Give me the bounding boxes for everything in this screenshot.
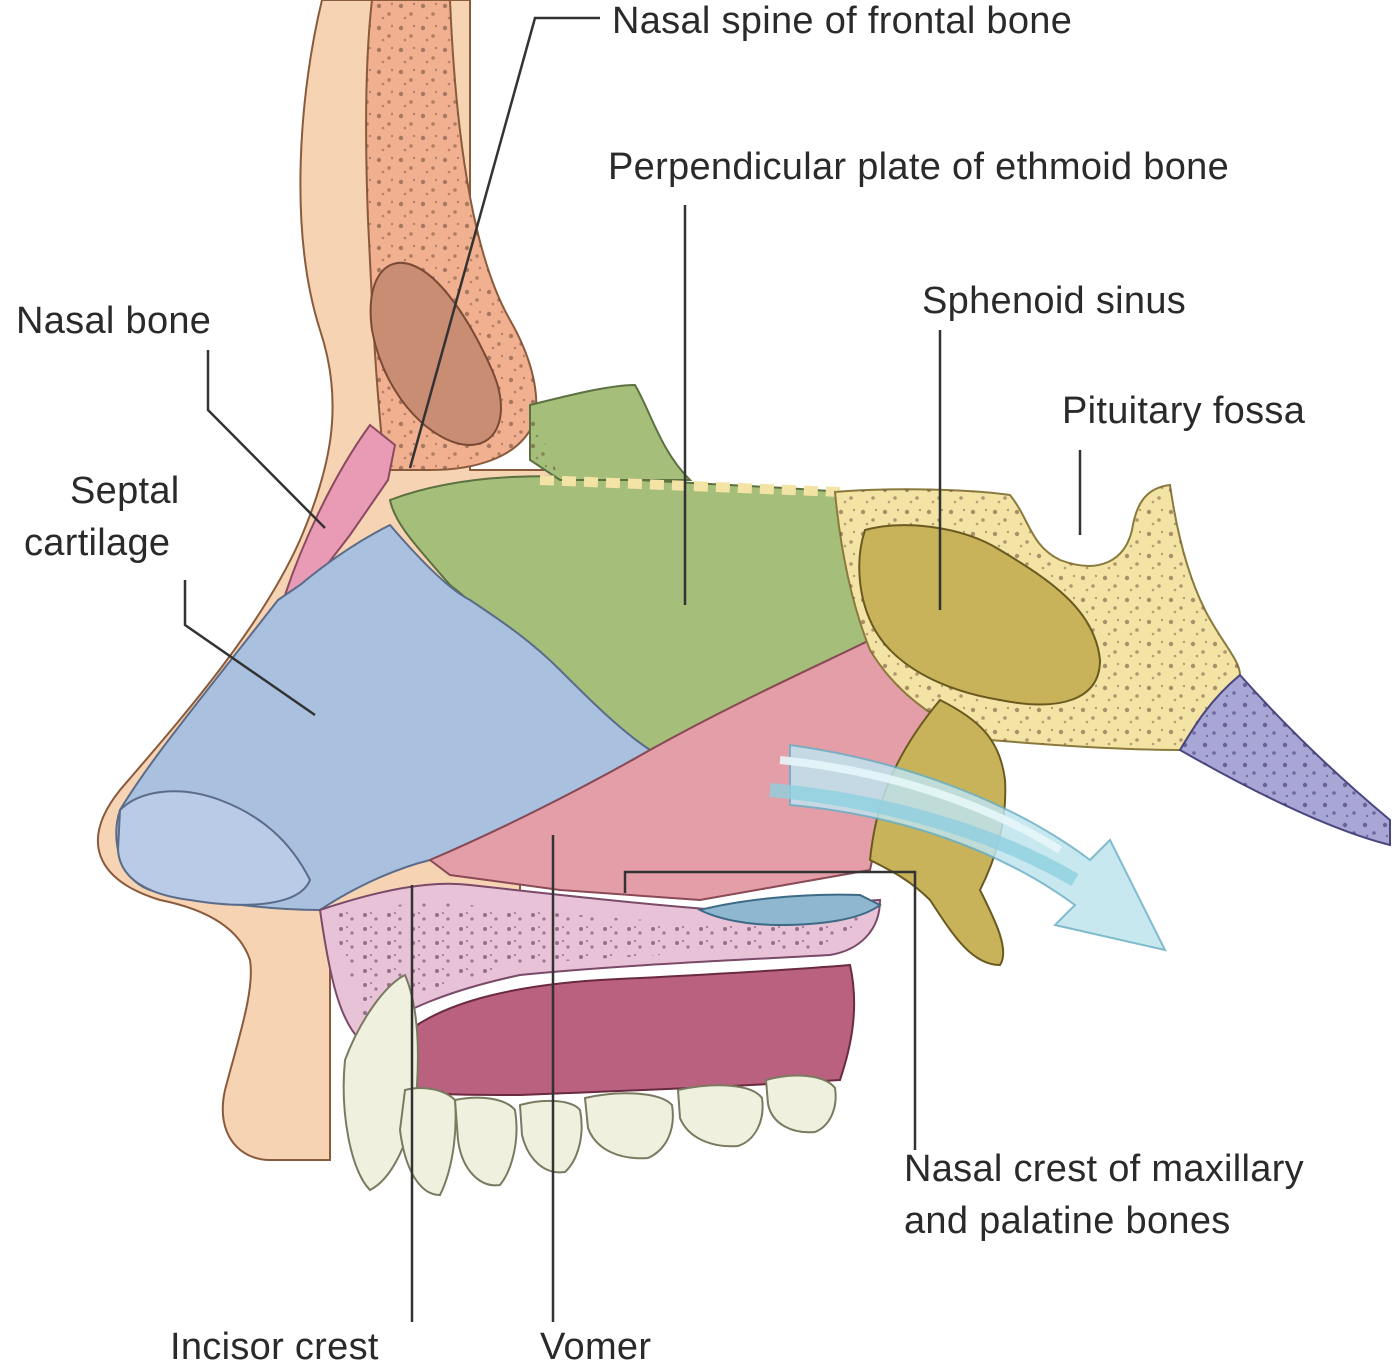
label-incisor-crest: Incisor crest xyxy=(170,1328,379,1366)
label-nasal-spine-of-frontal-bone: Nasal spine of frontal bone xyxy=(612,2,1072,40)
label-nasal-bone: Nasal bone xyxy=(16,302,211,340)
label-vomer: Vomer xyxy=(540,1328,651,1366)
label-septal-cartilage-line2: cartilage xyxy=(24,524,170,562)
label-nasal-crest-line2: and palatine bones xyxy=(904,1202,1231,1240)
label-sphenoid-sinus: Sphenoid sinus xyxy=(922,282,1186,320)
label-septal-cartilage-line1: Septal xyxy=(70,472,180,510)
label-pituitary-fossa: Pituitary fossa xyxy=(1062,392,1305,430)
label-perpendicular-plate: Perpendicular plate of ethmoid bone xyxy=(608,148,1229,186)
label-nasal-crest-line1: Nasal crest of maxillary xyxy=(904,1150,1304,1188)
leader-nasal-bone xyxy=(208,350,325,528)
